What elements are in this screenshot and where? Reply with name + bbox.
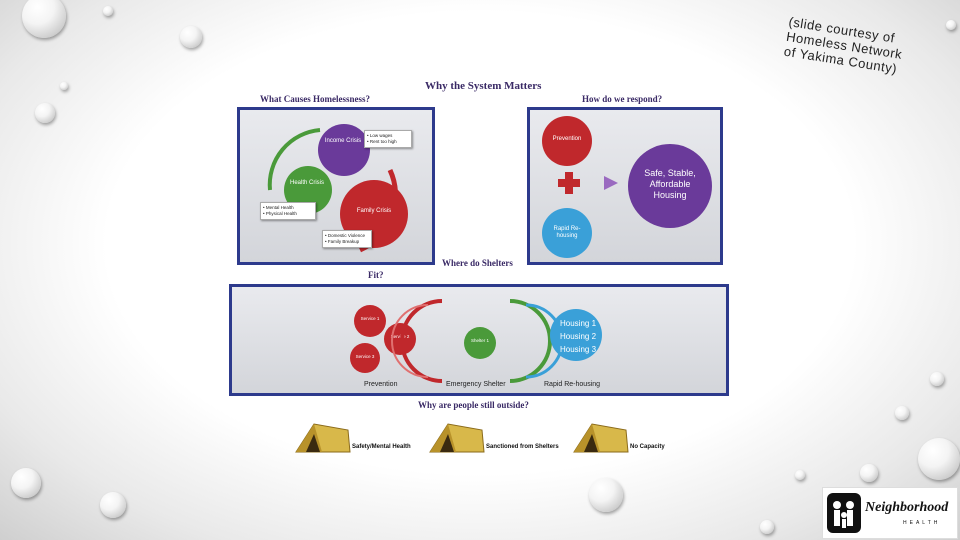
water-drop	[795, 470, 805, 480]
stage-rapid-rehousing: Rapid Re-housing	[544, 381, 601, 388]
prevention-circle	[542, 116, 592, 166]
tent-label-no-capacity: No Capacity	[630, 444, 665, 450]
water-drop	[918, 438, 960, 480]
income-notes: • Low wages • Rent too high	[364, 130, 412, 148]
water-drop	[60, 82, 68, 90]
tent-label-sanctioned: Sanctioned from Shelters	[486, 444, 559, 450]
water-drop	[103, 6, 113, 16]
water-drop	[589, 478, 623, 512]
tent-icon	[429, 423, 485, 453]
water-drop	[895, 406, 909, 420]
housing-list: Housing 1 Housing 2 Housing 3	[560, 317, 596, 356]
stage-prevention: Prevention	[364, 381, 398, 388]
family-crisis-label: Family Crisis	[356, 208, 392, 214]
income-crisis-label: Income Crisis	[324, 138, 362, 144]
water-drop	[11, 468, 41, 498]
water-drop	[930, 372, 944, 386]
outcome-circle	[628, 144, 712, 228]
arrow-right-icon	[604, 176, 618, 190]
income-crisis-gear	[318, 124, 370, 176]
family-notes: • Domestic Violence • Family Breakup	[322, 230, 372, 248]
water-drop	[946, 20, 956, 30]
housing-item: Housing 3	[560, 345, 597, 354]
section-title-outside: Why are people still outside?	[418, 400, 529, 410]
tent-icon	[295, 423, 351, 453]
service-1-circle	[354, 305, 386, 337]
service-1-label: Service 1	[360, 316, 380, 321]
housing-item: Housing 2	[560, 332, 597, 341]
water-drop	[180, 26, 202, 48]
rapid-rehousing-label: Rapid Re-housing	[553, 226, 581, 239]
note-line: • Physical Health	[263, 211, 297, 216]
note-line: • Mental Health	[263, 205, 294, 210]
causes-panel: Income Crisis Health Crisis Family Crisi…	[237, 107, 435, 265]
note-line: • Domestic Violence	[325, 233, 366, 238]
health-notes: • Mental Health • Physical Health	[260, 202, 316, 220]
note-line: • Low wages	[367, 133, 393, 138]
section-title-fit: Fit?	[368, 270, 384, 280]
service-2-label: Service 2	[390, 334, 410, 339]
note-line: • Rent too high	[367, 139, 397, 144]
note-line: • Family Breakup	[325, 239, 360, 244]
water-drop	[22, 0, 66, 38]
section-title-shelters: Where do Shelters	[442, 258, 513, 268]
prevention-label: Prevention	[552, 136, 582, 142]
water-drop	[35, 103, 55, 123]
shelter-label: Shelter 1	[470, 338, 489, 343]
service-2-circle	[384, 323, 416, 355]
tent-icon	[573, 423, 629, 453]
logo-name: Neighborhood	[865, 500, 949, 515]
water-drop	[760, 520, 774, 534]
family-logo-icon	[827, 493, 861, 533]
respond-panel: Prevention Rapid Re-housing Safe, Stable…	[527, 107, 723, 265]
tent-label-safety: Safety/Mental Health	[352, 444, 411, 450]
rapid-rehousing-circle	[542, 208, 592, 258]
health-crisis-label: Health Crisis	[289, 180, 324, 186]
stage-emergency-shelter: Emergency Shelter	[446, 381, 506, 388]
water-drop	[100, 492, 126, 518]
logo-sub: HEALTH	[903, 520, 941, 526]
slide-title: Why the System Matters	[425, 80, 542, 92]
housing-circle	[550, 309, 602, 361]
shelter-circle	[464, 327, 496, 359]
plus-icon	[558, 172, 580, 194]
outcome-label: Safe, Stable, Affordable Housing	[644, 168, 696, 200]
service-3-circle	[350, 343, 380, 373]
section-title-causes: What Causes Homelessness?	[260, 94, 371, 104]
section-title-respond: How do we respond?	[582, 94, 663, 104]
water-drop	[860, 464, 878, 482]
shelters-panel: Service 1 Service 2 Service 3 Shelter 1 …	[229, 284, 729, 396]
neighborhood-health-logo: Neighborhood HEALTH	[822, 487, 958, 539]
housing-item: Housing 1	[560, 319, 597, 328]
service-3-label: Service 3	[355, 354, 375, 359]
